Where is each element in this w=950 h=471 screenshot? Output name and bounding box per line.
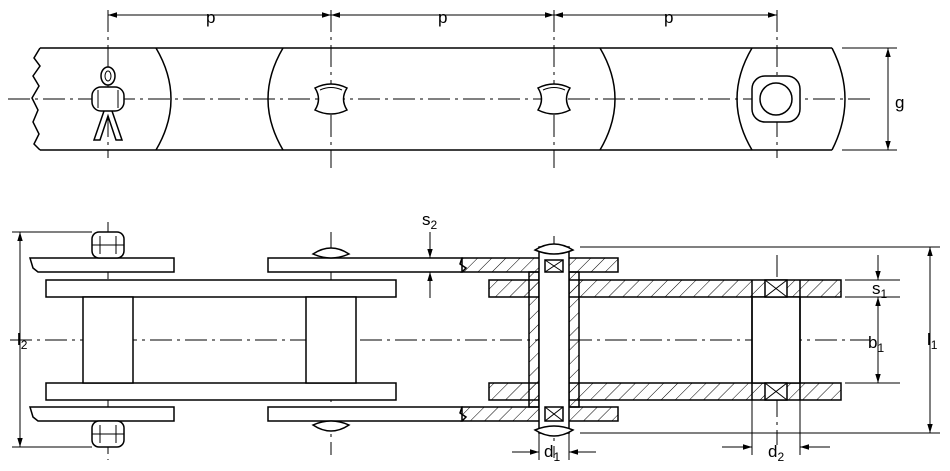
left-inner-plates <box>45 279 397 401</box>
overall-width-l1-dimension: l1 <box>580 246 940 434</box>
side-view: p p p g <box>8 8 904 168</box>
pin-diameter-dimension: d1 <box>512 433 596 464</box>
s2-base: s <box>422 210 431 229</box>
d1-base: d <box>544 442 553 461</box>
pitch-label-1: p <box>206 8 215 27</box>
pitch-dimensions: p p p <box>108 8 777 27</box>
pin-head-2 <box>536 83 572 115</box>
plate-height-label: g <box>895 93 904 112</box>
svg-text:b1: b1 <box>868 333 884 355</box>
left-pin-heads <box>91 231 125 448</box>
svg-text:d1: d1 <box>544 442 560 464</box>
l1-base: l <box>927 330 931 349</box>
cotter-pin <box>91 66 125 141</box>
bush-hole <box>751 75 801 123</box>
svg-text:s2: s2 <box>422 210 438 232</box>
s1-base: s <box>872 279 881 298</box>
d1-sub: 1 <box>553 450 560 464</box>
svg-text:d2: d2 <box>768 442 784 464</box>
top-view: s2 s1 b1 l1 <box>10 210 940 464</box>
pitch-label-3: p <box>664 8 673 27</box>
d2-sub: 2 <box>777 450 784 464</box>
left-bushes <box>82 296 357 384</box>
l2-sub: 2 <box>21 338 28 352</box>
pin-head-1 <box>313 83 349 115</box>
b1-base: b <box>868 333 877 352</box>
d2-base: d <box>768 442 777 461</box>
bush-diameter-dimension: d2 <box>722 400 830 464</box>
overall-width-l2-dimension: l2 <box>12 231 92 448</box>
svg-text:l2: l2 <box>17 330 28 352</box>
inner-plate-dimensions: s1 b1 <box>845 255 900 384</box>
s1-sub: 1 <box>881 287 888 301</box>
right-bush <box>751 279 801 401</box>
l2-base: l <box>17 330 21 349</box>
outer-plate-thickness-dimension: s2 <box>422 210 438 298</box>
l1-sub: 1 <box>931 338 938 352</box>
plate-height-dimension: g <box>842 47 904 151</box>
pitch-label-2: p <box>438 8 447 27</box>
s2-sub: 2 <box>431 218 438 232</box>
svg-text:s1: s1 <box>872 279 888 301</box>
b1-sub: 1 <box>877 341 884 355</box>
svg-text:l1: l1 <box>927 330 938 352</box>
section-bush <box>528 243 580 437</box>
middle-pin-heads <box>311 247 351 432</box>
